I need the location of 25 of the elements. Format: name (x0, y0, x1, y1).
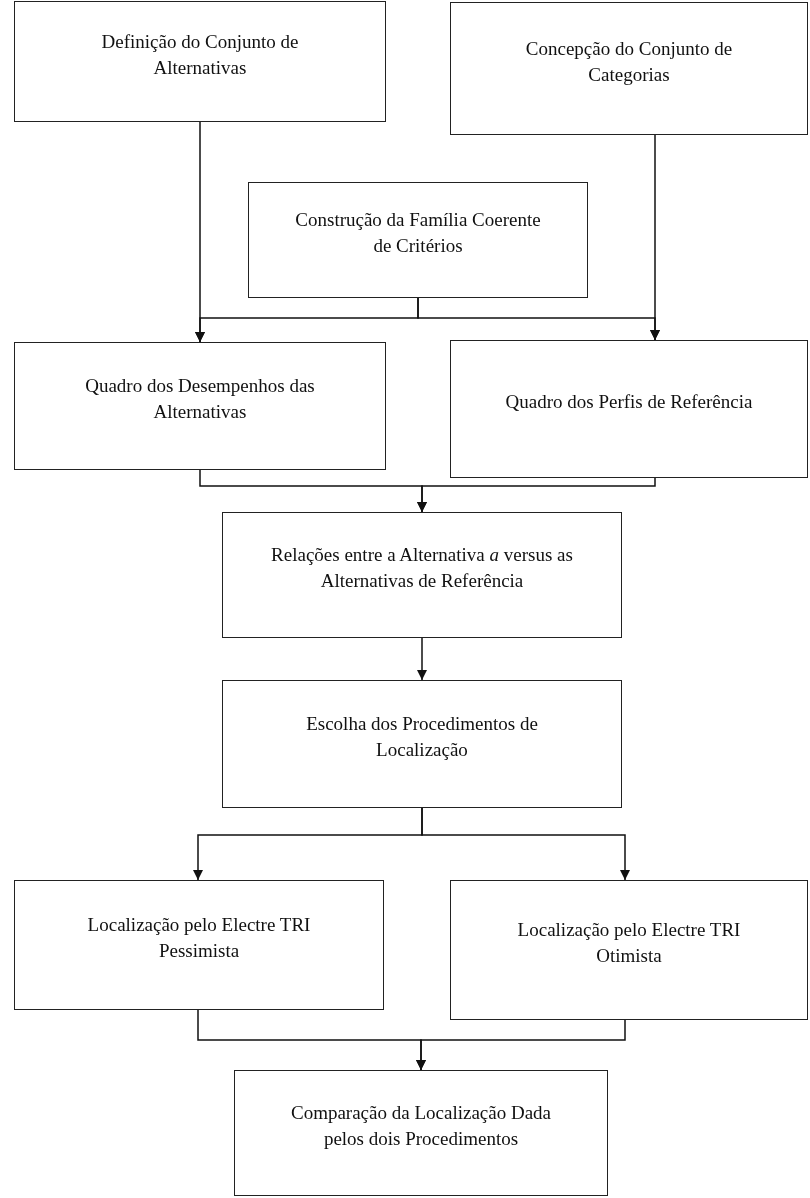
process-box (14, 342, 386, 470)
process-box (222, 680, 622, 808)
box-label: Localização pelo Electre TRI Pessimista (86, 913, 312, 963)
box-label: Relações entre a Alternativa a versus as Alternativas de Referência (270, 543, 574, 593)
box-label: Localização pelo Electre TRI Otimista (516, 918, 742, 968)
arrow (416, 477, 656, 513)
arrow (417, 297, 661, 341)
box-label: Construção da Família Coerente de Critérios (294, 208, 542, 258)
process-box (14, 880, 384, 1010)
arrow (415, 1019, 626, 1071)
process-box (222, 512, 622, 638)
arrow (416, 637, 428, 681)
box-label: Quadro dos Perfis de Referência (505, 390, 753, 415)
process-box (450, 880, 808, 1020)
box-label: Concepção do Conjunto de Categorias (524, 36, 734, 87)
arrow (421, 807, 631, 881)
process-box (450, 340, 808, 478)
box-label: Quadro dos Desempenhos das Alternativas (84, 374, 316, 424)
process-box (450, 2, 808, 135)
box-label: Definição do Conjunto de Alternativas (100, 29, 300, 80)
process-box (248, 182, 588, 298)
process-box (14, 1, 386, 122)
box-label: Comparação da Localização Dada pelos dois Procedimentos (289, 1101, 552, 1151)
box-label: Escolha dos Procedimentos de Localização (305, 712, 539, 762)
process-box (234, 1070, 608, 1196)
